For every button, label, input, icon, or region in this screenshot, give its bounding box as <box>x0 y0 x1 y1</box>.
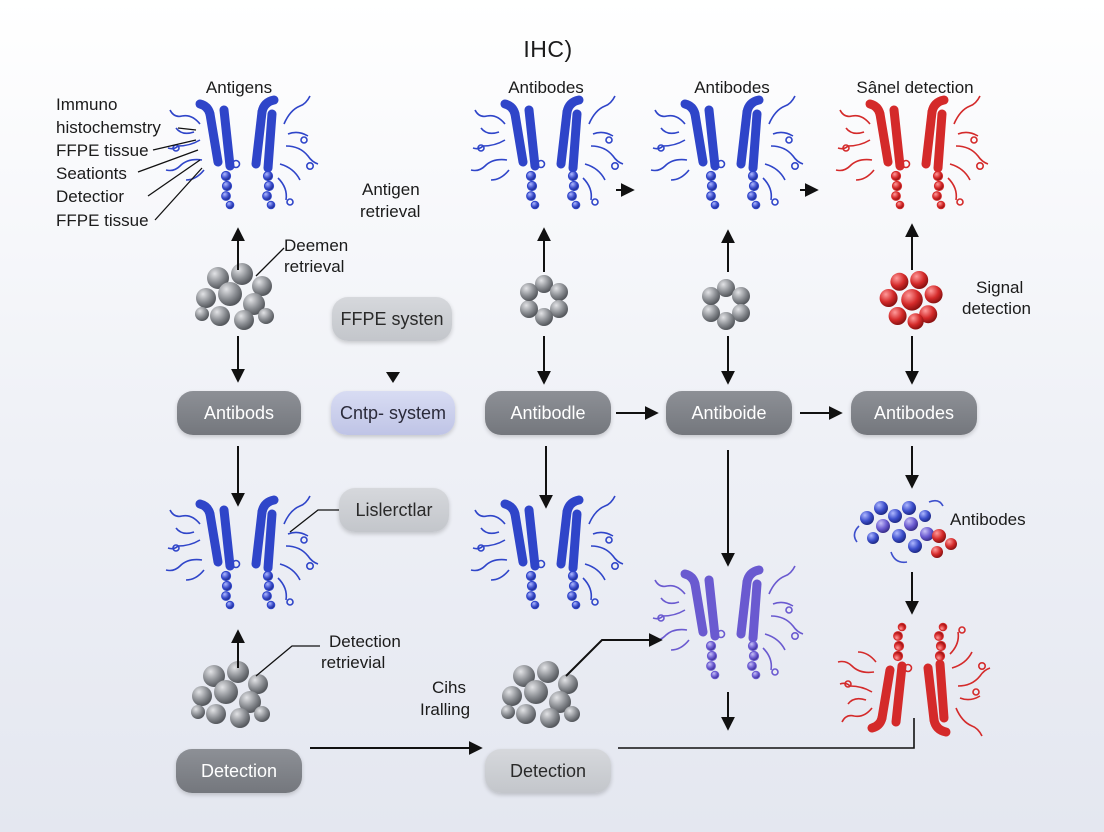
detection-retrieval-leader <box>255 645 320 677</box>
legend-item: Seationts <box>56 164 127 183</box>
antigen-red-cluster <box>879 271 943 330</box>
label-deemen-2: retrieval <box>284 257 345 276</box>
node-detection-mid: Detection <box>485 749 611 793</box>
antigen-cluster-top-left <box>195 263 274 330</box>
label-cihs-2: Iralling <box>420 700 471 719</box>
antibody-blue-top-right <box>651 96 803 209</box>
legend-item: FFPE tissue <box>56 211 149 230</box>
node-antiboide: Antiboide <box>666 391 792 435</box>
legend-leader-lines <box>137 127 203 221</box>
legend-item: histochemstry <box>56 118 161 137</box>
antibody-blue-top-left <box>166 96 318 209</box>
label-antibodes-side: Antibodes <box>950 510 1026 529</box>
label-antigen-retrieval-2: retrieval <box>360 202 421 221</box>
antigen-ring-mid <box>520 275 568 326</box>
label-cihs-1: Cihs <box>432 678 467 697</box>
label-antigen-retrieval-1: Antigen <box>362 180 420 199</box>
label-detection-retrieval-1: Detection <box>329 632 401 651</box>
detection-return-line <box>618 718 915 749</box>
antigen-cluster-bottom-left <box>191 661 270 728</box>
label-signal-2: detection <box>962 299 1031 318</box>
antibody-red-top <box>836 96 988 209</box>
node-antibods: Antibods <box>177 391 301 435</box>
legend-item: Immuno <box>56 95 118 114</box>
node-antibodle: Antibodle <box>485 391 611 435</box>
antibody-blue-bottom-mid <box>471 496 623 609</box>
antigen-ring-right <box>702 279 750 330</box>
lislerctlar-leader <box>289 509 340 533</box>
diagram-title: IHC) <box>523 36 573 62</box>
node-cntp-system: Cntp- system <box>331 391 455 435</box>
antigen-cluster-bottom-mid <box>501 661 580 728</box>
flow-arrows <box>231 183 919 755</box>
antigen-blue-red-cluster <box>853 499 957 564</box>
node-ffpe-system: FFPE systen <box>332 297 452 341</box>
legend-item: FFPE tissue <box>56 141 149 160</box>
antigen-to-ffpe-marker <box>386 372 400 383</box>
header-signal-detection: Sânel detection <box>856 78 974 97</box>
deemen-leader <box>255 247 285 277</box>
header-antibodes-1: Antibodes <box>508 78 584 97</box>
label-deemen-1: Deemen <box>284 236 349 255</box>
header-antibodes-2: Antibodes <box>694 78 770 97</box>
node-lislerctlar: Lislerctlar <box>339 488 449 532</box>
node-antibodes: Antibodes <box>851 391 977 435</box>
antibody-violet-bottom <box>651 566 803 679</box>
antibody-blue-bottom-left <box>166 496 318 609</box>
legend-item: Detectior <box>56 187 125 206</box>
label-signal-1: Signal <box>976 278 1024 297</box>
node-detection-left: Detection <box>176 749 302 793</box>
header-antigens: Antigens <box>205 78 273 97</box>
label-detection-retrieval-2: retrievial <box>321 653 386 672</box>
antibody-blue-top-mid <box>471 96 623 209</box>
